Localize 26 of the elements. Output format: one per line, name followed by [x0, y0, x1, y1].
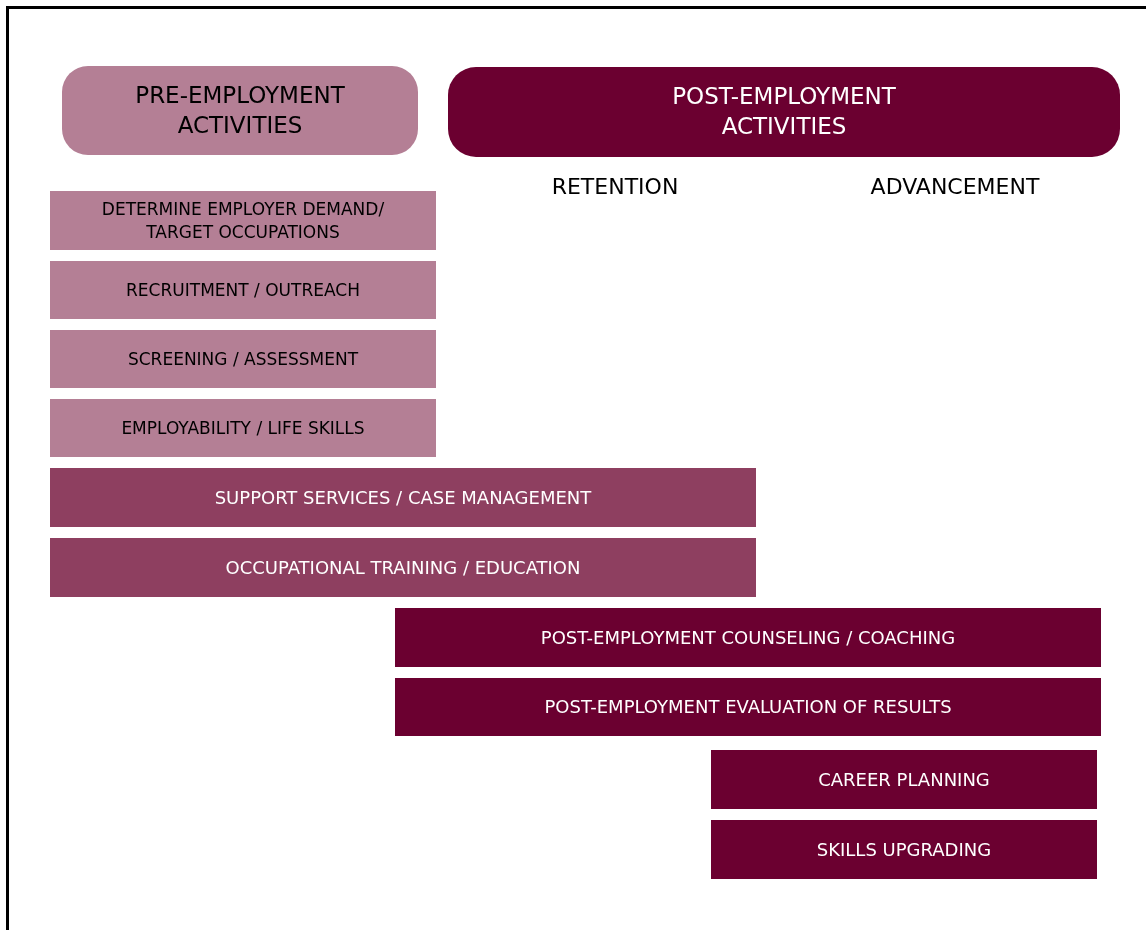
bar-label: SUPPORT SERVICES / CASE MANAGEMENT: [214, 485, 592, 510]
activity-bar: [50, 330, 436, 388]
activity-bar: [395, 608, 1101, 667]
activity-bar: [711, 820, 1097, 879]
bar-label: PRE-EMPLOYMENT ACTIVITIES: [134, 80, 346, 140]
bar-label: POST-EMPLOYMENT COUNSELING / COACHING: [540, 625, 956, 650]
header-pill: [448, 67, 1120, 157]
activity-bar: [50, 468, 756, 527]
bar-label: DETERMINE EMPLOYER DEMAND/ TARGET OCCUPATIONS: [100, 198, 386, 243]
bar-label: POST-EMPLOYMENT ACTIVITIES: [671, 82, 897, 141]
activity-bar: [711, 750, 1097, 809]
activity-bar: [395, 678, 1101, 736]
bar-label: SCREENING / ASSESSMENT: [127, 347, 359, 371]
activity-bar: [50, 538, 756, 597]
header-pill: [62, 66, 418, 155]
phase-heading: RETENTION: [551, 174, 679, 199]
bar-label: POST-EMPLOYMENT EVALUATION OF RESULTS: [544, 695, 952, 719]
bar-label: SKILLS UPGRADING: [816, 837, 992, 862]
phase-heading: ADVANCEMENT: [870, 174, 1040, 199]
activity-bar: [50, 191, 436, 250]
bar-label: CAREER PLANNING: [818, 767, 990, 792]
bar-label: EMPLOYABILITY / LIFE SKILLS: [121, 416, 365, 440]
activity-bar: [50, 399, 436, 457]
bar-label: RECRUITMENT / OUTREACH: [126, 278, 360, 302]
activity-bar: [50, 261, 436, 319]
bar-label: OCCUPATIONAL TRAINING / EDUCATION: [225, 555, 581, 580]
